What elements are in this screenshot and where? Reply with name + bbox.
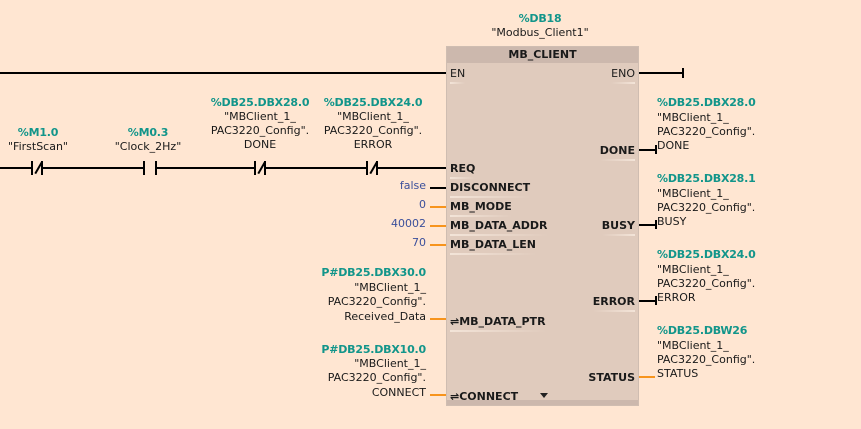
contact-clock-symbol[interactable]: "Clock_2Hz" bbox=[114, 140, 182, 153]
error-out-address: %DB25.DBX24.0 bbox=[657, 248, 756, 261]
pin-en[interactable]: EN bbox=[450, 67, 466, 84]
pin-mb-mode[interactable]: MB_MODE bbox=[450, 200, 512, 217]
status-out-address: %DB25.DBW26 bbox=[657, 324, 748, 337]
eno-wire bbox=[639, 72, 683, 74]
pin-error-label: ERROR bbox=[592, 295, 635, 308]
mb-data-ptr-symbol-2[interactable]: PAC3220_Config". bbox=[327, 295, 426, 308]
pin-done-label: DONE bbox=[599, 144, 635, 157]
disconnect-value[interactable]: false bbox=[399, 179, 426, 192]
pin-mb-data-len[interactable]: MB_DATA_LEN bbox=[450, 238, 537, 255]
error-out-symbol-3[interactable]: ERROR bbox=[657, 291, 696, 304]
instance-db-address: %DB18 bbox=[518, 12, 562, 25]
mb-data-ptr-address: P#DB25.DBX30.0 bbox=[321, 266, 426, 279]
connect-wire bbox=[430, 394, 446, 396]
pin-mb-data-ptr-label: ⇌MB_DATA_PTR bbox=[450, 315, 546, 328]
pin-mb-mode-label: MB_MODE bbox=[450, 200, 512, 213]
contact-firstscan-symbol[interactable]: "FirstScan" bbox=[7, 140, 68, 153]
pin-eno[interactable]: ENO bbox=[611, 67, 635, 84]
busy-out-address: %DB25.DBX28.1 bbox=[657, 172, 756, 185]
instance-db-name[interactable]: "Modbus_Client1" bbox=[491, 26, 589, 39]
pin-mb-data-addr[interactable]: MB_DATA_ADDR bbox=[450, 219, 548, 236]
connect-symbol-3[interactable]: CONNECT bbox=[371, 386, 426, 399]
status-out-symbol-3[interactable]: STATUS bbox=[657, 367, 699, 380]
busy-terminator bbox=[655, 220, 657, 229]
nc-contact-error[interactable] bbox=[366, 161, 378, 175]
mb-client-block[interactable]: MB_CLIENT EN ENO REQ DISCONNECT MB_MODE … bbox=[446, 46, 639, 406]
pin-disconnect[interactable]: DISCONNECT bbox=[450, 181, 531, 198]
pin-req-label: REQ bbox=[450, 162, 476, 175]
no-contact-clock[interactable] bbox=[143, 161, 157, 175]
pin-busy-label: BUSY bbox=[601, 219, 635, 232]
contact-error-symbol-1[interactable]: "MBClient_1_ bbox=[337, 110, 409, 123]
mb-data-ptr-symbol-3[interactable]: Received_Data bbox=[344, 310, 426, 323]
pin-done[interactable]: DONE bbox=[599, 144, 635, 161]
disconnect-wire bbox=[430, 187, 446, 189]
error-terminator bbox=[655, 296, 657, 305]
error-out-symbol-1[interactable]: "MBClient_1_ bbox=[657, 263, 729, 276]
mb-data-ptr-symbol-1[interactable]: "MBClient_1_ bbox=[354, 281, 426, 294]
busy-out-symbol-1[interactable]: "MBClient_1_ bbox=[657, 187, 729, 200]
busy-out-symbol-2[interactable]: PAC3220_Config". bbox=[657, 201, 756, 214]
contact-done-address: %DB25.DBX28.0 bbox=[210, 96, 310, 109]
connect-address: P#DB25.DBX10.0 bbox=[321, 343, 426, 356]
mb-data-len-value[interactable]: 70 bbox=[412, 236, 426, 249]
contact-error-symbol-3[interactable]: ERROR bbox=[353, 138, 393, 151]
mb-data-len-wire bbox=[430, 244, 446, 246]
mb-data-addr-value[interactable]: 40002 bbox=[391, 217, 426, 230]
expand-pins-chevron-down-icon[interactable] bbox=[540, 393, 548, 398]
pin-error[interactable]: ERROR bbox=[592, 295, 635, 312]
done-terminator bbox=[655, 145, 657, 154]
pin-status[interactable]: STATUS bbox=[588, 371, 635, 385]
done-out-symbol-1[interactable]: "MBClient_1_ bbox=[657, 111, 729, 124]
eno-terminator bbox=[682, 68, 684, 78]
en-wire bbox=[0, 72, 446, 74]
mb-data-ptr-wire bbox=[430, 318, 446, 320]
status-out-symbol-2[interactable]: PAC3220_Config". bbox=[657, 353, 756, 366]
mb-data-addr-wire bbox=[430, 225, 446, 227]
contact-done-symbol-3[interactable]: DONE bbox=[243, 138, 277, 151]
pin-busy[interactable]: BUSY bbox=[601, 219, 635, 236]
done-out-address: %DB25.DBX28.0 bbox=[657, 96, 756, 109]
mb-mode-value[interactable]: 0 bbox=[419, 198, 426, 211]
busy-out-symbol-3[interactable]: BUSY bbox=[657, 215, 687, 228]
block-type-title: MB_CLIENT bbox=[447, 47, 638, 63]
done-out-symbol-3[interactable]: DONE bbox=[657, 139, 690, 152]
contact-error-address: %DB25.DBX24.0 bbox=[323, 96, 423, 109]
pin-en-label: EN bbox=[450, 67, 466, 80]
pin-status-label: STATUS bbox=[588, 371, 635, 384]
pin-mb-data-addr-label: MB_DATA_ADDR bbox=[450, 219, 548, 232]
error-out-symbol-2[interactable]: PAC3220_Config". bbox=[657, 277, 756, 290]
nc-contact-done[interactable] bbox=[254, 161, 266, 175]
contact-clock-address: %M0.3 bbox=[127, 126, 169, 139]
contact-done-symbol-2[interactable]: PAC3220_Config". bbox=[210, 124, 310, 137]
contact-error-symbol-2[interactable]: PAC3220_Config". bbox=[323, 124, 423, 137]
done-wire bbox=[639, 149, 656, 151]
pin-connect[interactable]: ⇌CONNECT bbox=[450, 390, 518, 404]
block-footer bbox=[447, 400, 638, 405]
pin-mb-data-ptr[interactable]: ⇌MB_DATA_PTR bbox=[450, 315, 546, 332]
connect-symbol-2[interactable]: PAC3220_Config". bbox=[327, 371, 426, 384]
status-out-symbol-1[interactable]: "MBClient_1_ bbox=[657, 339, 729, 352]
connect-symbol-1[interactable]: "MBClient_1_ bbox=[354, 357, 426, 370]
nc-contact-firstscan[interactable] bbox=[31, 161, 43, 175]
pin-eno-label: ENO bbox=[611, 67, 635, 80]
error-wire bbox=[639, 300, 656, 302]
pin-connect-label: ⇌CONNECT bbox=[450, 390, 519, 403]
contact-firstscan-address: %M1.0 bbox=[17, 126, 59, 139]
status-wire bbox=[639, 376, 655, 378]
mb-mode-wire bbox=[430, 206, 446, 208]
pin-mb-data-len-label: MB_DATA_LEN bbox=[450, 238, 537, 251]
done-out-symbol-2[interactable]: PAC3220_Config". bbox=[657, 125, 756, 138]
pin-disconnect-label: DISCONNECT bbox=[450, 181, 531, 194]
pin-req[interactable]: REQ bbox=[450, 162, 476, 179]
contact-done-symbol-1[interactable]: "MBClient_1_ bbox=[224, 110, 296, 123]
req-rung-wire bbox=[0, 167, 446, 169]
busy-wire bbox=[639, 224, 656, 226]
